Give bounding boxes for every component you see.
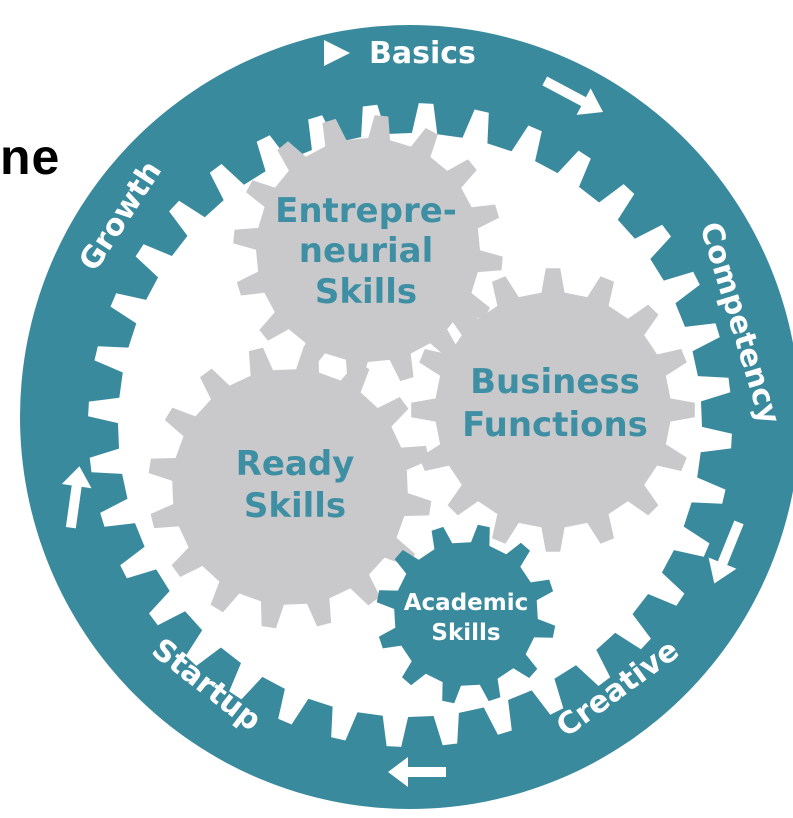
business-label: Business Functions	[462, 362, 648, 445]
gear-academic-skills	[376, 524, 556, 704]
gear-ready-skills	[148, 345, 432, 629]
ready-label: Ready Skills	[236, 444, 355, 526]
gear-entrepreneurial	[233, 115, 503, 385]
business-line-1: Business	[470, 362, 640, 402]
arrow-icon	[61, 466, 92, 529]
page-heading-fragment: ne	[0, 129, 61, 185]
ready-line-2: Skills	[244, 486, 346, 526]
academic-label: Academic Skills	[404, 590, 529, 646]
entrepreneurial-line-1: Entrepre-	[275, 191, 457, 231]
academic-line-2: Skills	[431, 620, 500, 646]
gear-business-functions	[411, 268, 695, 552]
ready-line-1: Ready	[236, 444, 355, 484]
arrow-icon	[708, 520, 744, 584]
play-triangle-icon	[324, 40, 350, 66]
arrow-icon	[542, 76, 604, 115]
entrepreneurial-line-2: neurial	[299, 231, 434, 271]
arrow-icon	[388, 757, 446, 787]
entrepreneurial-line-3: Skills	[315, 272, 417, 312]
entrepreneurial-label: Entrepre- neurial Skills	[275, 191, 457, 312]
stage-basics: Basics	[369, 36, 476, 71]
business-line-2: Functions	[462, 405, 648, 445]
academic-line-1: Academic	[404, 590, 529, 616]
